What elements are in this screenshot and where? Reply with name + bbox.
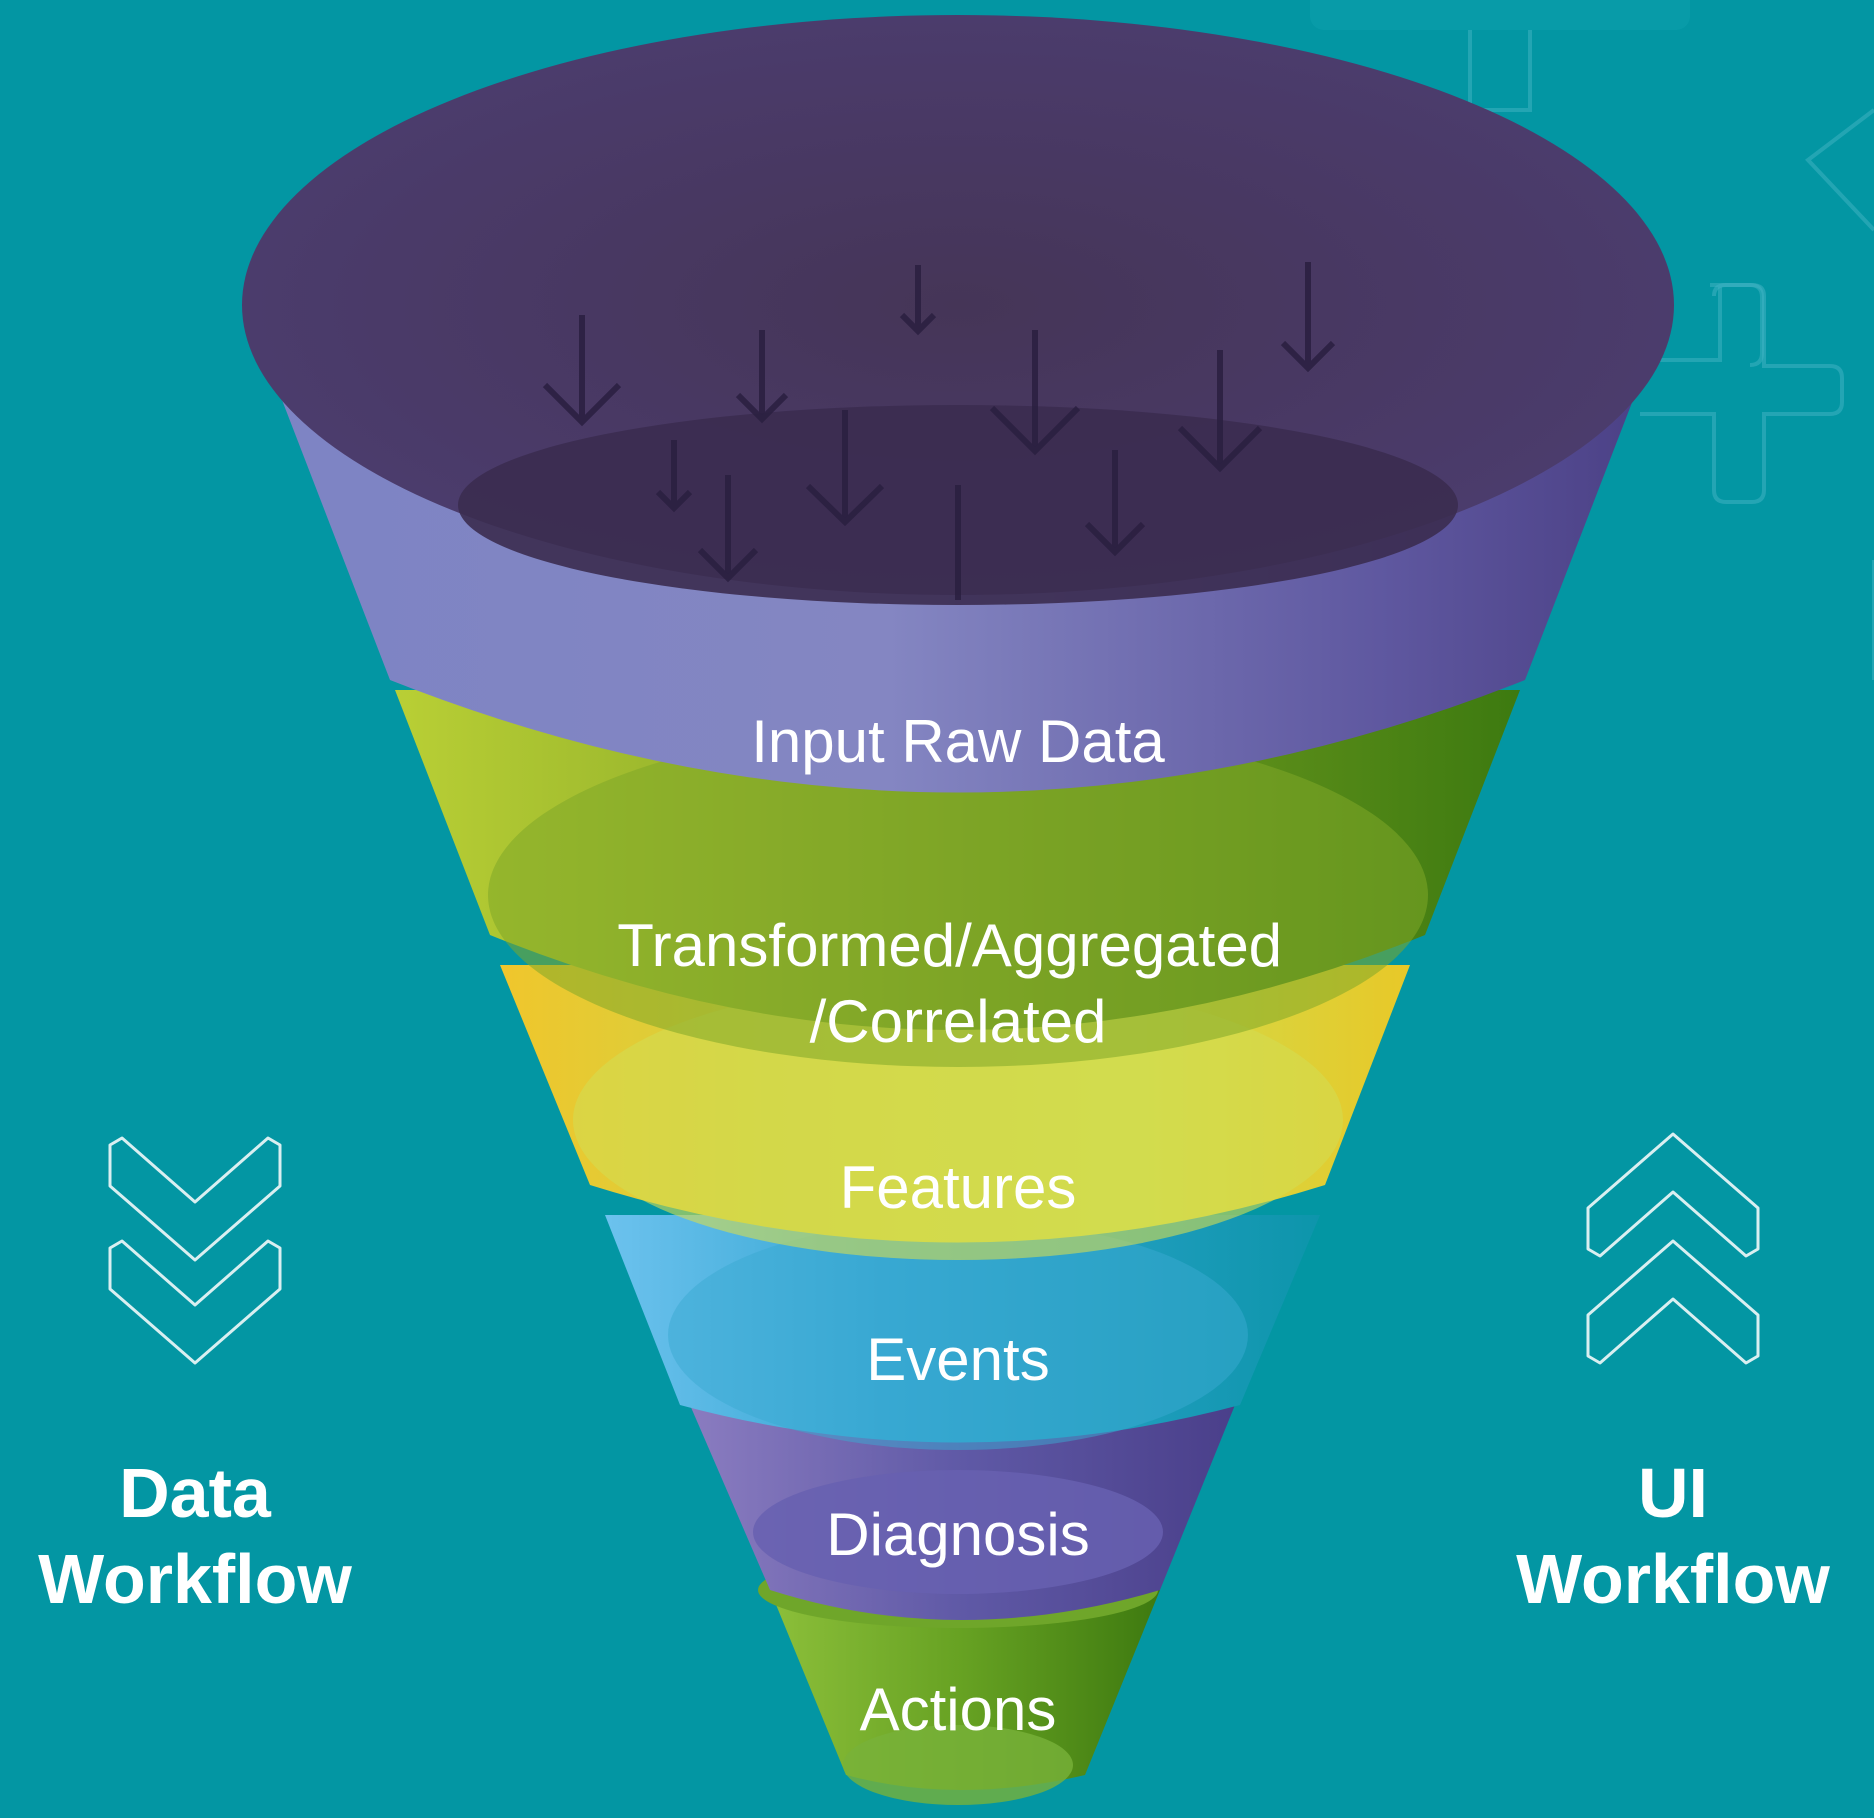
ui-workflow-label: UI Workflow [1463,1450,1874,1622]
arrow-down-icon [735,330,789,424]
stage-label-input: Input Raw Data [751,708,1165,775]
ui-workflow-label-line-2: Workflow [1516,1540,1830,1618]
plus-shape [1640,283,1844,504]
arrow-down-icon [1084,450,1146,557]
stage-label-transformed: Transformed/Aggregated /Correlated [617,912,1298,1055]
funnel-band-events-inner [668,1220,1248,1450]
stage-label-actions: Actions [860,1676,1057,1743]
stage-label-transformed-line-2: /Correlated [810,988,1107,1055]
stage-label-features: Features [840,1154,1077,1221]
data-workflow-label: Data Workflow [0,1450,405,1622]
stage-label-transformed-line-1: Transformed/Aggregated [617,912,1282,979]
ui-workflow-label-line-1: UI [1638,1454,1708,1532]
arrow-down-icon [1280,262,1336,373]
data-workflow-label-line-1: Data [119,1454,271,1532]
funnel-band-diagnosis-inner [753,1470,1163,1594]
stage-label-events: Events [866,1326,1049,1393]
arrow-down-icon [805,410,885,527]
funnel-band-actions [770,1590,1160,1790]
falling-arrows [542,262,1336,600]
funnel-tip-bottom [843,1725,1073,1805]
stage-label-diagnosis: Diagnosis [826,1501,1089,1568]
arrow-down-icon [655,440,693,513]
arrow-down-icon [899,265,937,336]
double-chevron-up-icon [1586,1132,1760,1365]
data-workflow-label-line-2: Workflow [38,1540,352,1618]
arrow-down-icon [989,330,1081,456]
arrow-down-icon [542,315,622,427]
funnel-band-transformed-inner [488,723,1428,1067]
arrow-down-icon [697,475,759,583]
double-chevron-down-icon [108,1136,282,1365]
arrow-down-icon [1177,350,1263,473]
